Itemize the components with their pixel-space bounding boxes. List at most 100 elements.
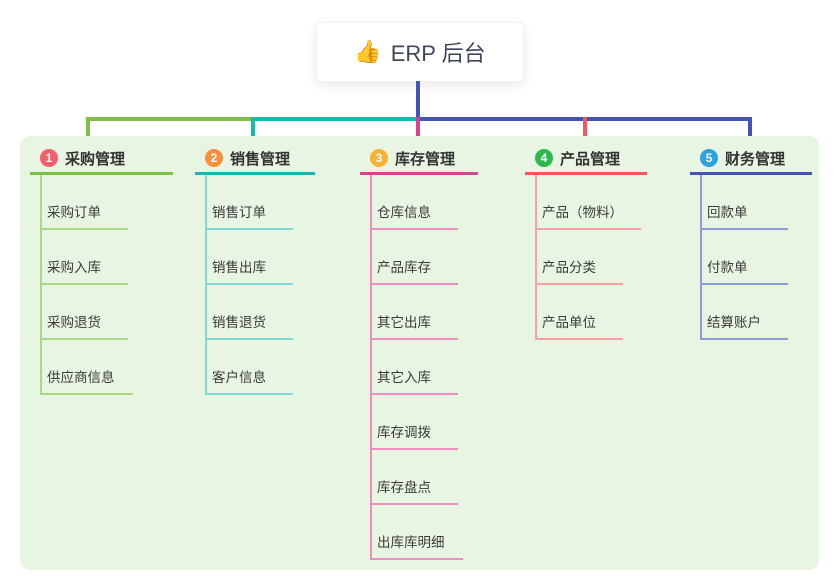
child-item[interactable]: 销售出库 — [205, 256, 293, 285]
child-row: 采购退货 — [30, 285, 190, 340]
child-row: 其它出库 — [360, 285, 520, 340]
branch-header[interactable]: 3 库存管理 — [360, 144, 520, 172]
child-row: 销售退货 — [195, 285, 355, 340]
child-row: 产品（物料） — [525, 175, 685, 230]
branch-header[interactable]: 2 销售管理 — [195, 144, 355, 172]
child-label: 结算账户 — [707, 315, 761, 330]
branch-children: 回款单付款单结算账户 — [690, 175, 839, 340]
branch-underline — [525, 172, 647, 175]
branch-children: 采购订单采购入库采购退货供应商信息 — [30, 175, 190, 395]
branch-underline — [30, 172, 173, 175]
branch-number-badge: 4 — [535, 149, 553, 167]
child-label: 产品单位 — [542, 315, 596, 330]
child-item[interactable]: 库存调拨 — [370, 421, 458, 450]
child-row: 结算账户 — [690, 285, 839, 340]
branch-title: 财务管理 — [725, 150, 786, 168]
child-row: 库存调拨 — [360, 395, 520, 450]
branch-title: 产品管理 — [560, 150, 621, 168]
child-label: 其它入库 — [377, 370, 431, 385]
child-label: 采购入库 — [47, 260, 101, 275]
branch-drop-line — [748, 117, 752, 148]
branch-header[interactable]: 1 采购管理 — [30, 144, 190, 172]
connector-segment-left-green — [86, 117, 253, 121]
child-item[interactable]: 产品分类 — [535, 256, 623, 285]
child-item[interactable]: 产品单位 — [535, 311, 623, 340]
child-label: 回款单 — [707, 205, 748, 220]
child-row: 库存盘点 — [360, 450, 520, 505]
child-row: 销售订单 — [195, 175, 355, 230]
child-label: 采购订单 — [47, 205, 101, 220]
branch-column: 2 销售管理 销售订单销售出库销售退货客户信息 — [195, 144, 355, 395]
branch-header[interactable]: 4 产品管理 — [525, 144, 685, 172]
child-label: 客户信息 — [212, 370, 266, 385]
child-row: 采购订单 — [30, 175, 190, 230]
root-connector-stem — [416, 81, 420, 119]
branch-column: 3 库存管理 仓库信息产品库存其它出库其它入库库存调拨库存盘点出库库明细 — [360, 144, 520, 560]
child-item[interactable]: 仓库信息 — [370, 201, 458, 230]
child-row: 付款单 — [690, 230, 839, 285]
child-row: 产品库存 — [360, 230, 520, 285]
child-row: 供应商信息 — [30, 340, 190, 395]
branch-children: 仓库信息产品库存其它出库其它入库库存调拨库存盘点出库库明细 — [360, 175, 520, 560]
child-label: 库存调拨 — [377, 425, 431, 440]
branch-column: 1 采购管理 采购订单采购入库采购退货供应商信息 — [30, 144, 190, 395]
root-node[interactable]: 👍 ERP 后台 — [316, 22, 524, 82]
branch-drop-line — [583, 117, 587, 148]
child-item[interactable]: 采购入库 — [40, 256, 128, 285]
child-label: 产品（物料） — [542, 205, 623, 220]
child-item[interactable]: 销售订单 — [205, 201, 293, 230]
branch-trunk-line — [205, 175, 207, 395]
child-item[interactable]: 出库库明细 — [370, 531, 463, 560]
branch-title: 销售管理 — [230, 150, 291, 168]
child-item[interactable]: 付款单 — [700, 256, 788, 285]
branch-drop-line — [416, 117, 420, 148]
branch-column: 4 产品管理 产品（物料） 产品分类产品单位 — [525, 144, 685, 340]
branch-drop-line — [86, 117, 90, 148]
branch-underline — [195, 172, 315, 175]
thumbs-up-icon: 👍 — [354, 39, 382, 64]
branch-trunk-line — [370, 175, 372, 560]
branch-header[interactable]: 5 财务管理 — [690, 144, 839, 172]
child-label: 采购退货 — [47, 315, 101, 330]
child-row: 出库库明细 — [360, 505, 520, 560]
branch-children: 销售订单销售出库销售退货客户信息 — [195, 175, 355, 395]
child-label: 供应商信息 — [47, 370, 115, 385]
child-item[interactable]: 产品库存 — [370, 256, 458, 285]
child-row: 产品分类 — [525, 230, 685, 285]
branch-children: 产品（物料） 产品分类产品单位 — [525, 175, 685, 340]
child-item[interactable]: 客户信息 — [205, 366, 293, 395]
branch-title: 库存管理 — [395, 150, 456, 168]
branch-underline — [360, 172, 478, 175]
child-label: 销售出库 — [212, 260, 266, 275]
child-row: 客户信息 — [195, 340, 355, 395]
connector-segment-mid-teal — [253, 117, 419, 121]
branch-underline — [690, 172, 812, 175]
child-item[interactable]: 其它出库 — [370, 311, 458, 340]
branch-number-badge: 5 — [700, 149, 718, 167]
branch-trunk-line — [700, 175, 702, 340]
child-label: 其它出库 — [377, 315, 431, 330]
child-row: 销售出库 — [195, 230, 355, 285]
topics-panel — [20, 136, 819, 570]
branch-number-badge: 1 — [40, 149, 58, 167]
child-label: 库存盘点 — [377, 480, 431, 495]
child-item[interactable]: 结算账户 — [700, 311, 788, 340]
child-item[interactable]: 库存盘点 — [370, 476, 458, 505]
child-item[interactable]: 产品（物料） — [535, 201, 641, 230]
child-item[interactable]: 采购退货 — [40, 311, 128, 340]
child-row: 产品单位 — [525, 285, 685, 340]
branch-trunk-line — [40, 175, 42, 395]
child-row: 仓库信息 — [360, 175, 520, 230]
child-row: 采购入库 — [30, 230, 190, 285]
child-item[interactable]: 供应商信息 — [40, 366, 133, 395]
child-label: 付款单 — [707, 260, 748, 275]
child-label: 销售退货 — [212, 315, 266, 330]
child-row: 回款单 — [690, 175, 839, 230]
child-item[interactable]: 采购订单 — [40, 201, 128, 230]
child-item[interactable]: 销售退货 — [205, 311, 293, 340]
child-item[interactable]: 回款单 — [700, 201, 788, 230]
child-label: 产品库存 — [377, 260, 431, 275]
root-title: ERP 后台 — [390, 41, 486, 66]
child-item[interactable]: 其它入库 — [370, 366, 458, 395]
